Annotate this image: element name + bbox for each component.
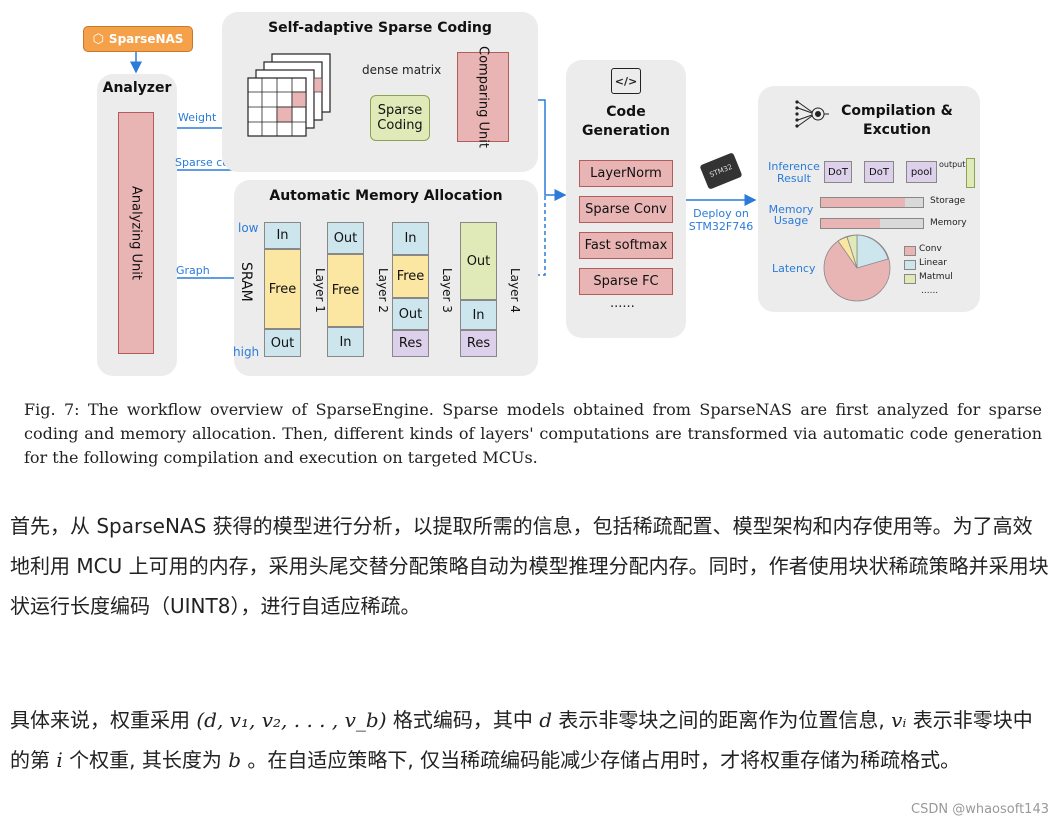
layer4-label: Layer 4 [508, 268, 522, 313]
node-dot-2: DoT [864, 161, 894, 183]
mem-col4-in: In [460, 300, 497, 330]
mem-col2-free: Free [327, 254, 364, 327]
analyzing-unit: Analyzing Unit [118, 112, 154, 354]
formula: (d, v₁, v₂, . . . , v_b) [196, 708, 387, 732]
codegen-item-layernorm: LayerNorm [579, 160, 673, 187]
low-label: low [238, 221, 259, 235]
paragraph-2: 具体来说，权重采用 (d, v₁, v₂, . . . , v_b) 格式编码，… [10, 708, 1033, 772]
codegen-item-fast-softmax: Fast softmax [579, 232, 673, 259]
inference-label: Inference Result [768, 160, 820, 185]
mem-col4-out: Out [460, 222, 497, 300]
legend-linear: Linear [919, 258, 947, 268]
mem-col3-in: In [392, 222, 429, 255]
legend-conv: Conv [919, 244, 942, 254]
node-dot-1: DoT [824, 161, 852, 183]
memory-usage-label: Memory Usage [768, 203, 814, 227]
comparing-unit: Comparing Unit [457, 46, 509, 148]
dense-matrix-label: dense matrix [362, 63, 442, 77]
layer2-label: Layer 2 [376, 268, 390, 313]
storage-bar [820, 197, 924, 208]
codegen-item-sparse-conv: Sparse Conv [579, 196, 673, 223]
latency-pie [823, 234, 891, 302]
mem-col4-res: Res [460, 330, 497, 357]
figure-caption: Fig. 7: The workflow overview of SparseE… [24, 400, 1042, 467]
legend-swatch-matmul [904, 274, 916, 284]
watermark: CSDN @whaosoft143 [911, 802, 1049, 817]
code-icon: </> [611, 68, 641, 94]
layer1-label: Layer 1 [313, 268, 327, 313]
sram-label: SRAM [238, 262, 254, 302]
sparse-coding-title: Self-adaptive Sparse Coding [268, 20, 492, 36]
compilation-title: Compilation & Excution [841, 103, 953, 138]
output-bar [966, 158, 975, 188]
memory-bar [820, 218, 924, 229]
storage-label: Storage [930, 196, 966, 206]
node-pool: pool [906, 161, 937, 183]
legend-more: ...... [921, 286, 939, 296]
memory-label: Memory [930, 218, 967, 228]
mem-col3-out: Out [392, 298, 429, 330]
cube-icon: ⬡ [92, 31, 104, 47]
mem-col2-in: In [327, 327, 364, 357]
mem-col2-out: Out [327, 222, 364, 254]
sparse-coding-box: Sparse Coding [370, 95, 430, 141]
latency-label: Latency [772, 262, 816, 275]
network-icon [793, 98, 829, 130]
codegen-ellipsis: ...... [610, 296, 635, 311]
legend-swatch-conv [904, 246, 916, 256]
mem-col3-free: Free [392, 255, 429, 298]
codegen-item-sparse-fc: Sparse FC [579, 268, 673, 295]
code-generation-title: Code Generation [582, 104, 670, 139]
matrix-stack [247, 53, 331, 137]
layer3-label: Layer 3 [440, 268, 454, 313]
mem-col1-out: Out [264, 329, 301, 357]
legend-matmul: Matmul [919, 272, 953, 282]
mem-col3-res: Res [392, 330, 429, 357]
mem-col1-free: Free [264, 249, 301, 329]
legend-swatch-linear [904, 260, 916, 270]
analyzer-title: Analyzer [102, 80, 172, 96]
sparsenas-badge: ⬡ SparseNAS [83, 26, 193, 52]
high-label: high [233, 345, 260, 359]
weight-label: Weight [178, 111, 217, 124]
output-label: output [939, 160, 966, 169]
paragraph-1: 首先，从 SparseNAS 获得的模型进行分析，以提取所需的信息，包括稀疏配置… [10, 514, 1049, 618]
graph-label: Graph [176, 264, 210, 277]
mem-col1-in: In [264, 222, 301, 249]
deploy-label: Deploy on STM32F746 [688, 207, 754, 233]
memory-allocation-title: Automatic Memory Allocation [269, 188, 503, 204]
